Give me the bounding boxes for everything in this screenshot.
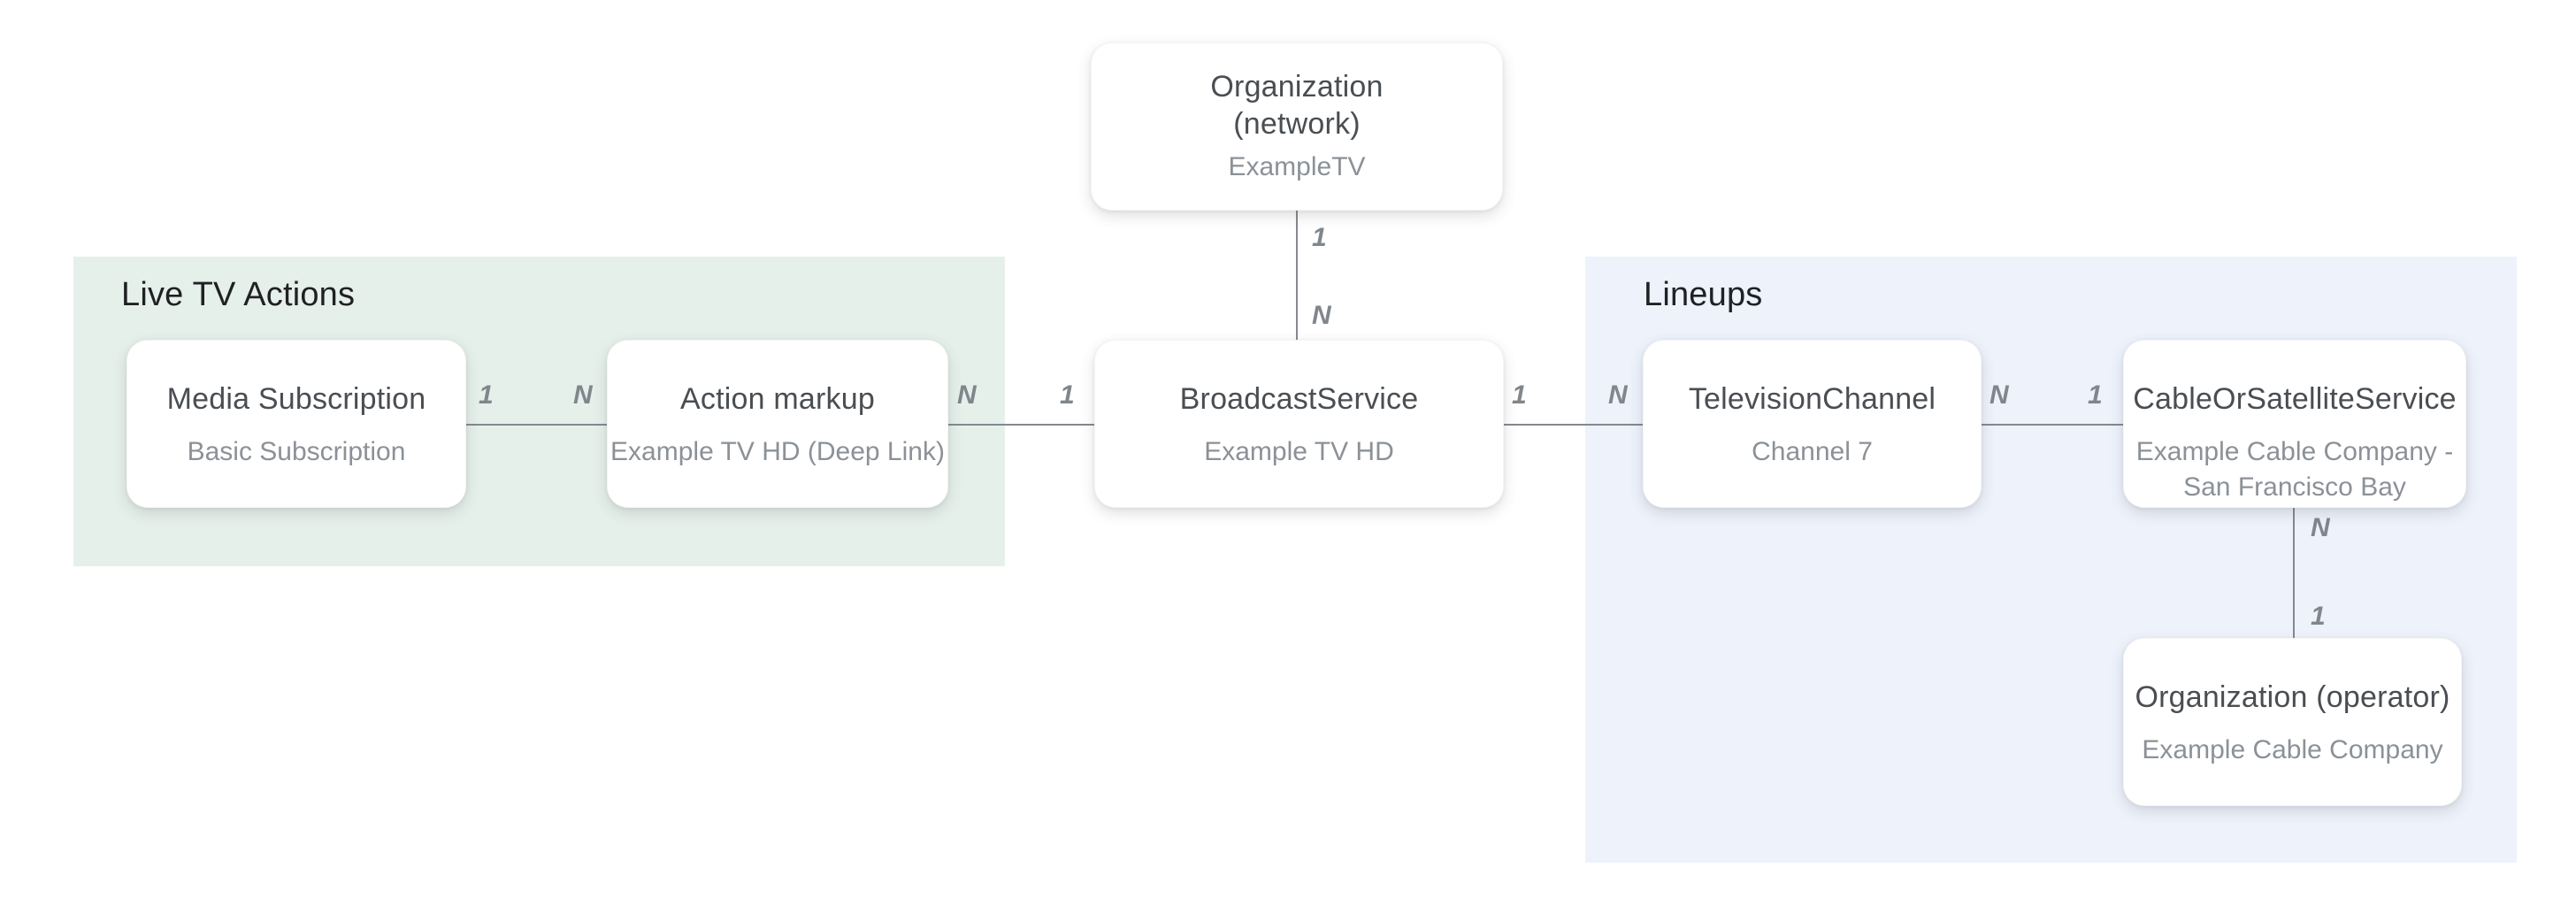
cardinality-channel-to-cable-from: N bbox=[1990, 380, 2009, 410]
node-action-markup-subtitle: Example TV HD (Deep Link) bbox=[610, 437, 945, 466]
edge-cable-to-operator-line bbox=[2293, 508, 2295, 638]
cardinality-network-to-broadcast-to: N bbox=[1312, 301, 1331, 330]
cardinality-network-to-broadcast-from: 1 bbox=[1312, 223, 1327, 252]
node-organization-network: Organization (network) ExampleTV bbox=[1091, 42, 1503, 211]
cardinality-action-to-broadcast-from: N bbox=[957, 380, 977, 410]
node-television-channel: TelevisionChannel Channel 7 bbox=[1643, 340, 1982, 508]
node-broadcast-service-title: BroadcastService bbox=[1179, 382, 1419, 416]
node-organization-operator-title: Organization (operator) bbox=[2135, 680, 2450, 714]
region-label-lineups: Lineups bbox=[1644, 276, 1763, 313]
node-cable-or-satellite-service-title: CableOrSatelliteService bbox=[2133, 382, 2457, 416]
node-media-subscription: Media Subscription Basic Subscription bbox=[126, 340, 466, 508]
node-organization-network-subtitle: ExampleTV bbox=[1228, 152, 1366, 181]
node-television-channel-title: TelevisionChannel bbox=[1688, 382, 1936, 416]
edge-action-to-broadcast-line bbox=[948, 424, 1094, 426]
cardinality-mediasub-to-action-to: N bbox=[573, 380, 593, 410]
node-broadcast-service-subtitle: Example TV HD bbox=[1204, 437, 1394, 466]
cardinality-broadcast-to-channel-to: N bbox=[1608, 380, 1628, 410]
node-action-markup-title: Action markup bbox=[680, 382, 875, 416]
node-organization-operator: Organization (operator) Example Cable Co… bbox=[2123, 638, 2462, 806]
node-media-subscription-title: Media Subscription bbox=[166, 382, 426, 416]
node-organization-operator-subtitle: Example Cable Company bbox=[2142, 735, 2443, 764]
node-cable-or-satellite-service: CableOrSatelliteService Example Cable Co… bbox=[2123, 340, 2466, 508]
cardinality-cable-to-operator-to: 1 bbox=[2311, 602, 2326, 631]
node-cable-or-satellite-service-subtitle: Example Cable Company - San Francisco Ba… bbox=[2135, 437, 2454, 502]
node-media-subscription-subtitle: Basic Subscription bbox=[187, 437, 406, 466]
node-television-channel-subtitle: Channel 7 bbox=[1752, 437, 1873, 466]
node-broadcast-service: BroadcastService Example TV HD bbox=[1094, 340, 1504, 508]
edge-broadcast-to-channel-line bbox=[1504, 424, 1643, 426]
edge-network-to-broadcast-line bbox=[1296, 211, 1298, 340]
node-organization-network-title-line1: Organization bbox=[1210, 70, 1384, 104]
edge-mediasub-to-action-line bbox=[466, 424, 607, 426]
cardinality-mediasub-to-action-from: 1 bbox=[479, 380, 494, 410]
cardinality-action-to-broadcast-to: 1 bbox=[1060, 380, 1075, 410]
cardinality-broadcast-to-channel-from: 1 bbox=[1512, 380, 1527, 410]
node-organization-network-title: Organization (network) bbox=[1210, 68, 1383, 142]
edge-channel-to-cable-line bbox=[1982, 424, 2123, 426]
node-action-markup: Action markup Example TV HD (Deep Link) bbox=[607, 340, 948, 508]
node-organization-network-title-line2: (network) bbox=[1233, 107, 1361, 141]
region-label-live-tv-actions: Live TV Actions bbox=[121, 276, 356, 313]
cardinality-cable-to-operator-from: N bbox=[2311, 513, 2330, 542]
cardinality-channel-to-cable-to: 1 bbox=[2088, 380, 2103, 410]
